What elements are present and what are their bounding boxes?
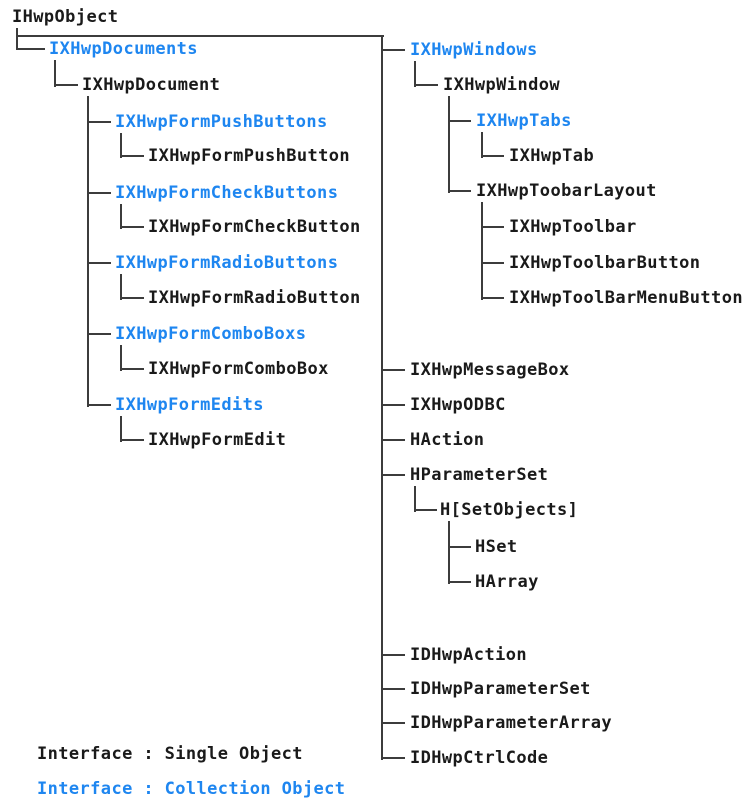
- node-ixhwp-form-edit: IXHwpFormEdit: [148, 430, 287, 450]
- connector-line: [382, 439, 405, 441]
- connector-line: [55, 84, 78, 86]
- node-ixhwp-toolbar-button: IXHwpToolbarButton: [509, 253, 701, 273]
- connector-line: [88, 262, 111, 264]
- node-h-set-objects: H[SetObjects]: [440, 500, 579, 520]
- connector-line: [382, 757, 405, 759]
- connector-line: [382, 654, 405, 656]
- node-ixhwp-odbc: IXHwpODBC: [410, 395, 506, 415]
- connector-line: [481, 132, 483, 158]
- connector-line: [121, 297, 144, 299]
- node-ixhwp-form-radio-buttons: IXHwpFormRadioButtons: [115, 253, 339, 273]
- connector-line: [415, 509, 437, 511]
- connector-line: [414, 61, 416, 87]
- connector-line: [381, 36, 383, 760]
- connector-line: [481, 202, 483, 300]
- connector-line: [17, 35, 384, 37]
- connector-line: [120, 274, 122, 300]
- node-ihwp-object: IHwpObject: [12, 7, 119, 27]
- connector-line: [448, 96, 450, 193]
- connector-line: [449, 190, 471, 192]
- connector-line: [414, 486, 416, 512]
- connector-line: [482, 262, 504, 264]
- node-harray: HArray: [475, 572, 539, 592]
- node-ixhwp-form-push-buttons: IXHwpFormPushButtons: [115, 112, 328, 132]
- connector-line: [482, 155, 504, 157]
- node-ixhwp-window: IXHwpWindow: [443, 75, 560, 95]
- node-ixhwp-form-radio-button: IXHwpFormRadioButton: [148, 288, 361, 308]
- connector-line: [120, 133, 122, 158]
- connector-line: [88, 404, 111, 406]
- connector-line: [87, 96, 89, 407]
- legend-single-object-label: Interface : Single Object: [37, 744, 303, 764]
- connector-line: [17, 48, 45, 50]
- connector-line: [16, 28, 18, 50]
- connector-line: [88, 192, 111, 194]
- node-ixhwp-form-combo-boxs: IXHwpFormComboBoxs: [115, 324, 307, 344]
- connector-line: [449, 546, 471, 548]
- node-ixhwp-tool-bar-menu-button: IXHwpToolBarMenuButton: [509, 288, 743, 308]
- node-ixhwp-form-push-button: IXHwpFormPushButton: [148, 146, 351, 166]
- connector-line: [382, 49, 405, 51]
- connector-line: [482, 226, 504, 228]
- connector-line: [382, 404, 405, 406]
- connector-line: [88, 333, 111, 335]
- connector-line: [120, 416, 122, 442]
- node-ixhwp-toolbar: IXHwpToolbar: [509, 217, 637, 237]
- node-haction: HAction: [410, 430, 485, 450]
- connector-line: [121, 155, 144, 157]
- node-ixhwp-form-edits: IXHwpFormEdits: [115, 395, 264, 415]
- connector-line: [382, 474, 405, 476]
- legend-collection-object-label: Interface : Collection Object: [37, 779, 346, 799]
- connector-line: [120, 204, 122, 229]
- connector-line: [448, 521, 450, 584]
- connector-line: [120, 345, 122, 371]
- connector-line: [415, 84, 438, 86]
- connector-line: [449, 120, 471, 122]
- node-ixhwp-tab: IXHwpTab: [509, 146, 595, 166]
- connector-line: [88, 121, 111, 123]
- node-ixhwp-form-check-button: IXHwpFormCheckButton: [148, 217, 361, 237]
- node-idhwp-ctrl-code: IDHwpCtrlCode: [410, 748, 549, 768]
- connector-line: [121, 439, 144, 441]
- connector-line: [382, 722, 405, 724]
- node-ixhwp-message-box: IXHwpMessageBox: [410, 360, 570, 380]
- connector-line: [382, 688, 405, 690]
- connector-line: [382, 369, 405, 371]
- node-idhwp-action: IDHwpAction: [410, 645, 527, 665]
- node-ixhwp-tabs: IXHwpTabs: [476, 111, 572, 131]
- connector-line: [121, 368, 144, 370]
- node-ixhwp-form-combo-box: IXHwpFormComboBox: [148, 359, 329, 379]
- connector-line: [121, 226, 144, 228]
- node-ixhwp-document: IXHwpDocument: [82, 75, 221, 95]
- connector-line: [482, 297, 504, 299]
- node-ixhwp-windows: IXHwpWindows: [410, 40, 538, 60]
- node-ixhwp-toobar-layout: IXHwpToobarLayout: [476, 181, 657, 201]
- node-ixhwp-documents: IXHwpDocuments: [49, 39, 198, 59]
- node-ixhwp-form-check-buttons: IXHwpFormCheckButtons: [115, 183, 339, 203]
- node-idhwp-parameter-set: IDHwpParameterSet: [410, 679, 591, 699]
- node-hset: HSet: [475, 537, 518, 557]
- node-idhwp-parameter-array: IDHwpParameterArray: [410, 713, 613, 733]
- connector-line: [449, 581, 471, 583]
- node-hparameter-set: HParameterSet: [410, 465, 549, 485]
- connector-line: [54, 60, 56, 87]
